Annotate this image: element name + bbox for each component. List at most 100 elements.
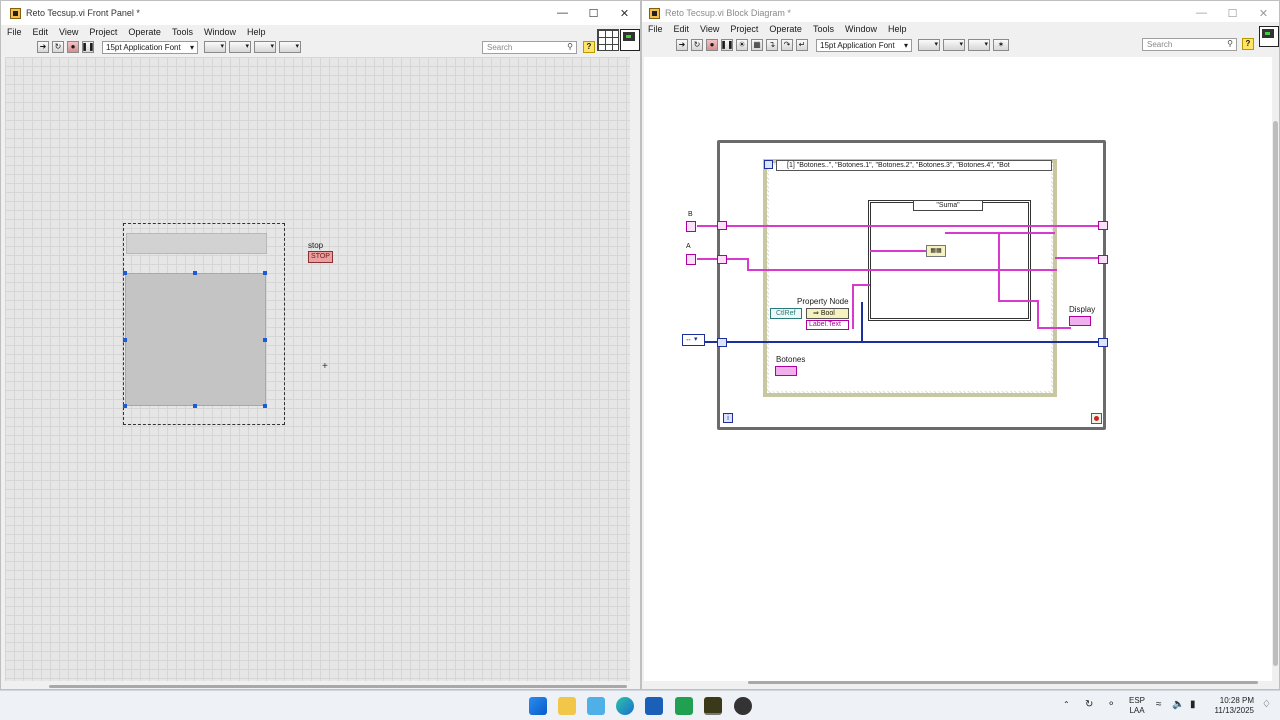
resize-handle[interactable] [123, 404, 127, 408]
shift-register-refnum[interactable] [1098, 338, 1108, 347]
resize-objects-icon[interactable]: ▾ [254, 41, 276, 53]
vi-icon[interactable] [1259, 26, 1279, 47]
fp-horizontal-scrollbar[interactable] [49, 685, 627, 688]
resize-handle[interactable] [193, 271, 197, 275]
shift-register-a[interactable] [1098, 255, 1108, 264]
wire-display[interactable] [1037, 300, 1039, 328]
front-panel-window[interactable]: Reto Tecsup.vi Front Panel * — ☐ ✕ File … [0, 0, 641, 690]
reorder-icon[interactable]: ▾ [968, 39, 990, 51]
block-diagram-titlebar[interactable]: Reto Tecsup.vi Block Diagram * — ☐ ✕ [642, 1, 1279, 25]
clean-up-diagram-icon[interactable]: ✶ [993, 39, 1009, 51]
wire-display[interactable] [1037, 327, 1071, 329]
property-node-class[interactable]: ⇒ Bool [806, 308, 849, 319]
add-function-node[interactable]: ▦▦ [926, 245, 946, 257]
abort-icon[interactable]: ● [706, 39, 718, 51]
front-panel-titlebar[interactable]: Reto Tecsup.vi Front Panel * — ☐ ✕ [1, 1, 640, 25]
display-terminal[interactable] [1069, 316, 1091, 326]
wire-b[interactable] [697, 225, 1108, 227]
align-objects-icon[interactable]: ▾ [204, 41, 226, 53]
notification-bell-icon[interactable]: ♢ [1262, 699, 1271, 710]
shift-register-b[interactable] [1098, 221, 1108, 230]
menu-file[interactable]: File [648, 24, 663, 34]
control-a-terminal[interactable] [686, 254, 696, 265]
refnum-control[interactable]: ↔ ▾ [682, 334, 705, 346]
wire-out-a[interactable] [1055, 257, 1108, 259]
resize-handle[interactable] [123, 338, 127, 342]
outlook-icon[interactable] [645, 697, 663, 715]
event-data-node-icon[interactable] [764, 160, 773, 169]
highlight-execution-icon[interactable]: ☀ [736, 39, 748, 51]
while-loop[interactable] [717, 140, 1106, 430]
wire-refnum[interactable] [705, 341, 1108, 343]
wire-refnum[interactable] [861, 302, 863, 342]
ctlref-constant[interactable]: CtlRef [770, 308, 802, 319]
tunnel-refnum[interactable] [717, 338, 727, 347]
start-icon[interactable] [529, 697, 547, 715]
menu-edit[interactable]: Edit [32, 27, 49, 37]
retain-wire-values-icon[interactable]: ▦ [751, 39, 763, 51]
block-diagram-window[interactable]: Reto Tecsup.vi Block Diagram * — ☐ ✕ Fil… [641, 0, 1280, 690]
wire-add-in[interactable] [870, 250, 930, 252]
recorder-icon[interactable] [734, 697, 752, 715]
run-arrow-icon[interactable]: ➜ [37, 41, 49, 53]
run-continuously-icon[interactable]: ↻ [691, 39, 703, 51]
resize-handle[interactable] [123, 271, 127, 275]
menu-window[interactable]: Window [203, 27, 236, 37]
selection-box[interactable] [123, 223, 285, 425]
connector-pane-icon[interactable] [597, 29, 619, 51]
align-objects-icon[interactable]: ▾ [918, 39, 940, 51]
file-explorer-icon[interactable] [558, 697, 576, 715]
resize-handle[interactable] [193, 404, 197, 408]
font-selector[interactable]: 15pt Application Font▾ [102, 40, 198, 54]
event-selector-label[interactable]: [1] "Botones..", "Botones.1", "Botones.2… [776, 160, 1052, 171]
resize-handle[interactable] [263, 271, 267, 275]
botones-terminal[interactable] [775, 366, 797, 376]
step-into-icon[interactable]: ↴ [766, 39, 778, 51]
botones-cluster[interactable] [125, 273, 266, 406]
reorder-icon[interactable]: ▾ [279, 41, 301, 53]
vi-icon[interactable] [620, 29, 640, 51]
wire-label-text[interactable] [852, 284, 870, 286]
wire-add-out[interactable] [945, 232, 1055, 234]
wire-display[interactable] [998, 300, 1038, 302]
front-panel-canvas[interactable]: stop STOP + [5, 57, 630, 681]
maximize-icon[interactable]: ☐ [588, 7, 599, 20]
case-structure[interactable] [868, 200, 1031, 321]
distribute-objects-icon[interactable]: ▾ [229, 41, 251, 53]
maximize-icon[interactable]: ☐ [1227, 7, 1238, 20]
case-selector-label[interactable]: "Suma" [913, 200, 983, 211]
chevron-up-icon[interactable]: ⌃ [1063, 700, 1070, 709]
wire-label-text[interactable] [852, 284, 854, 329]
green-app-icon[interactable] [675, 697, 693, 715]
minimize-icon[interactable]: — [1196, 7, 1207, 19]
run-continuously-icon[interactable]: ↻ [52, 41, 64, 53]
tunnel-b[interactable] [717, 221, 727, 230]
menu-help[interactable]: Help [887, 24, 907, 34]
menu-project[interactable]: Project [730, 24, 759, 34]
stop-button[interactable]: STOP [308, 251, 333, 263]
loop-iteration-terminal[interactable]: i [723, 413, 733, 423]
pause-icon[interactable]: ❚❚ [81, 41, 95, 53]
sync-icon[interactable]: ↻ [1085, 699, 1094, 710]
bd-search-input[interactable]: Search⚲ [1142, 38, 1237, 51]
font-selector[interactable]: 15pt Application Font▾ [816, 38, 912, 52]
fp-search-input[interactable]: Search⚲ [482, 41, 577, 54]
edge-icon[interactable] [616, 697, 634, 715]
photos-icon[interactable] [587, 697, 605, 715]
wifi-icon[interactable]: ⚬ [1107, 699, 1116, 710]
menu-window[interactable]: Window [844, 24, 877, 34]
menu-file[interactable]: File [7, 27, 22, 37]
bd-vertical-scrollbar[interactable] [1273, 121, 1278, 666]
menu-view[interactable]: View [59, 27, 79, 37]
resize-handle[interactable] [263, 338, 267, 342]
menu-operate[interactable]: Operate [128, 27, 161, 37]
menu-project[interactable]: Project [89, 27, 118, 37]
distribute-objects-icon[interactable]: ▾ [943, 39, 965, 51]
menu-help[interactable]: Help [246, 27, 266, 37]
run-arrow-icon[interactable]: ➜ [676, 39, 688, 51]
help-icon[interactable]: ? [583, 41, 595, 53]
battery-icon[interactable]: ▮ [1190, 699, 1196, 710]
network-icon[interactable]: ≈ [1156, 699, 1162, 710]
loop-condition-terminal[interactable] [1091, 413, 1102, 424]
